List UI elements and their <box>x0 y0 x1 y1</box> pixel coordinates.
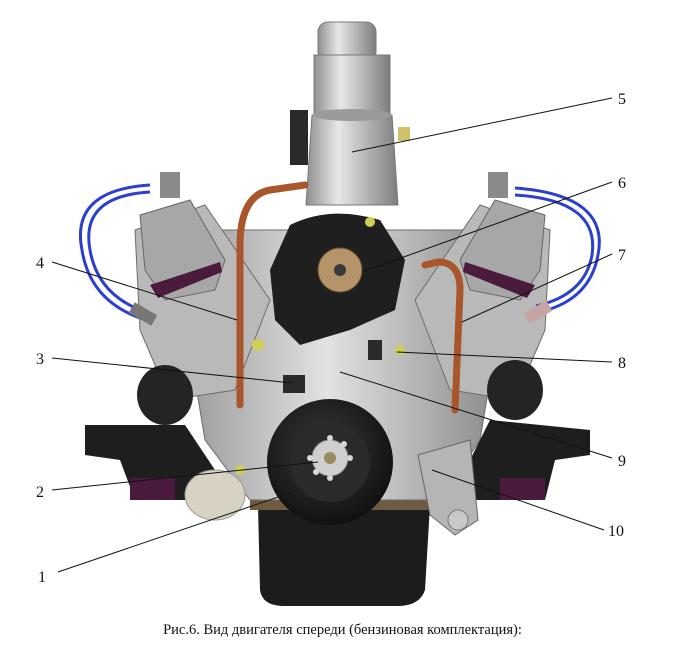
leader-line-4 <box>51 261 238 321</box>
ignition-cables-left <box>79 183 151 320</box>
leader-line-6 <box>361 181 613 273</box>
callout-5: 5 <box>618 91 626 108</box>
right-copper-pipe <box>421 258 464 414</box>
figure-caption: Рис.6. Вид двигателя спереди (бензиновая… <box>163 622 522 638</box>
callout-3: 3 <box>36 351 44 368</box>
ignition-cables-right <box>514 186 601 314</box>
leader-lines <box>51 97 613 573</box>
callout-2: 2 <box>36 484 44 501</box>
oil-pan <box>258 505 430 606</box>
leader-line-2 <box>51 461 319 491</box>
engine-illustration <box>79 21 601 606</box>
leader-line-8 <box>396 351 613 363</box>
callout-7: 7 <box>618 247 626 264</box>
callout-4: 4 <box>36 255 44 272</box>
leader-line-1 <box>57 491 294 573</box>
leader-line-7 <box>461 253 613 323</box>
leader-line-5 <box>351 97 613 153</box>
left-copper-pipe <box>236 181 309 409</box>
right-engine-mount <box>465 420 590 500</box>
callout-9: 9 <box>618 453 626 470</box>
callout-labels: 1 2 3 4 5 6 7 8 9 10 <box>36 91 626 586</box>
callout-10: 10 <box>608 523 624 540</box>
leader-line-10 <box>431 469 605 531</box>
callout-8: 8 <box>618 355 626 372</box>
leader-line-3 <box>51 357 293 384</box>
callout-6: 6 <box>618 175 626 192</box>
oil-filter <box>305 21 399 206</box>
left-engine-mount <box>85 425 215 500</box>
leader-line-9 <box>339 371 613 459</box>
callout-1: 1 <box>38 569 46 586</box>
